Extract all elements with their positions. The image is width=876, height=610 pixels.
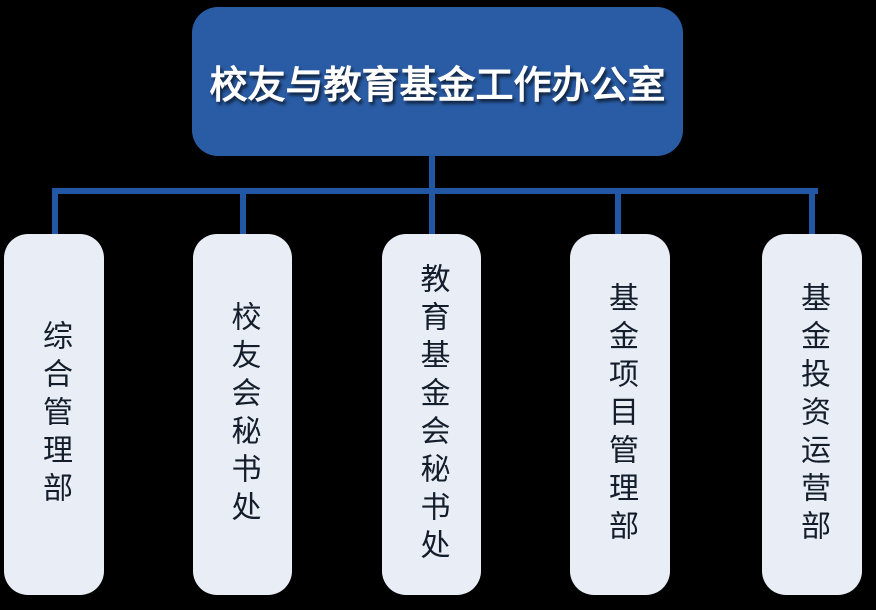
connector-drop-3: [429, 188, 435, 235]
dept-box-fund-project-management: 基金项目管理部: [570, 234, 670, 595]
dept-box-fund-investment-operations: 基金投资运营部: [762, 234, 862, 595]
connector-drop-5: [809, 188, 815, 235]
dept-label: 校友会秘书处: [226, 300, 260, 529]
dept-box-alumni-secretariat: 校友会秘书处: [193, 234, 292, 595]
dept-label: 综合管理部: [38, 319, 71, 510]
dept-label: 教育基金会秘书处: [415, 262, 449, 567]
dept-box-education-foundation-secretariat: 教育基金会秘书处: [382, 234, 481, 595]
org-root-label: 校友与教育基金工作办公室: [209, 65, 666, 107]
dept-label: 基金投资运营部: [796, 281, 829, 548]
dept-label: 基金项目管理部: [604, 281, 637, 548]
connector-horizontal-bar: [52, 188, 818, 194]
connector-drop-2: [240, 188, 246, 235]
org-root-box: 校友与教育基金工作办公室: [192, 7, 683, 156]
connector-root-stub: [429, 155, 435, 190]
connector-drop-4: [615, 188, 621, 235]
connector-drop-1: [52, 188, 58, 235]
dept-box-general-management: 综合管理部: [4, 234, 104, 595]
